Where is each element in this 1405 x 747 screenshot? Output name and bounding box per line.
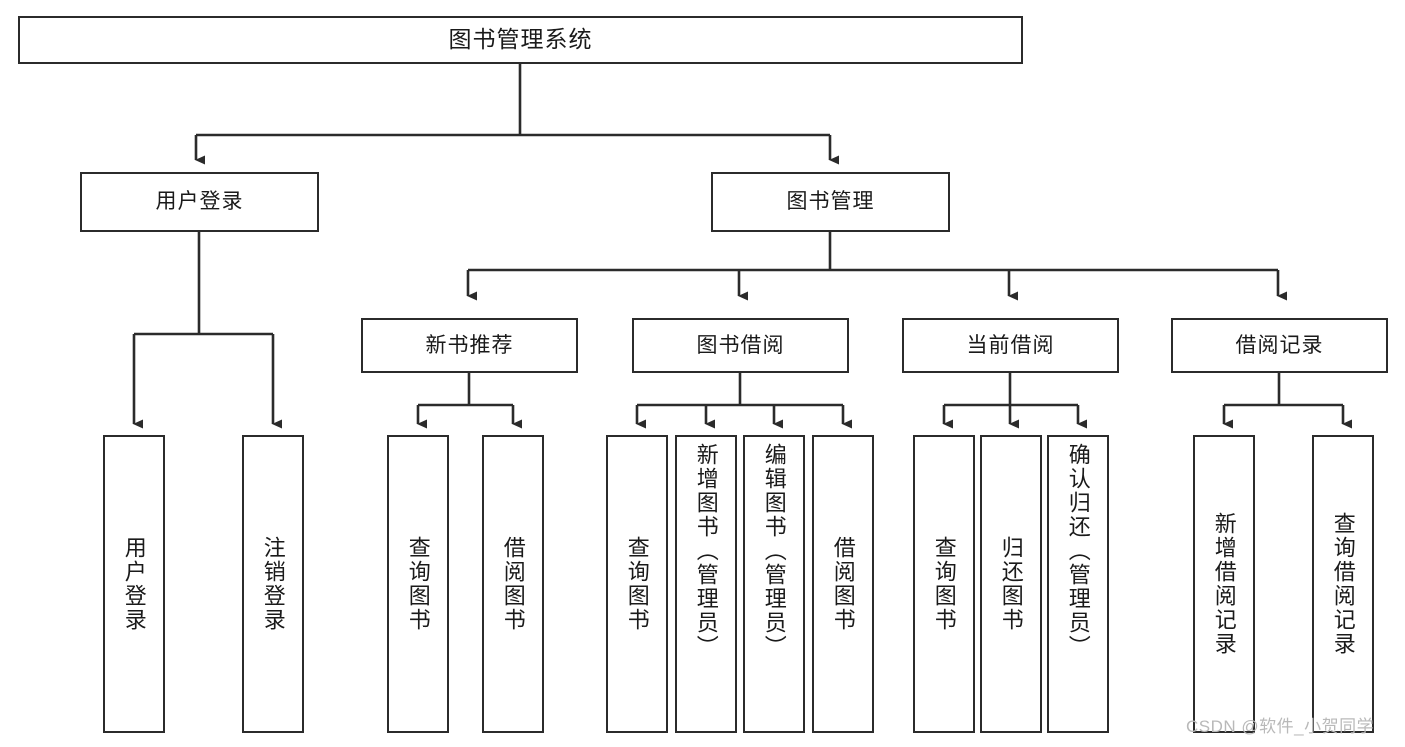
- node-book-management-label: 图书管理: [786, 190, 875, 214]
- node-user-login[interactable]: 用户登录: [80, 172, 319, 232]
- csdn-watermark: CSDN @软件_小贺同学: [1186, 717, 1375, 736]
- node-leaf-borrow-borrow-book-label: 借阅图书: [830, 536, 856, 632]
- node-root-system-label: 图书管理系统: [448, 26, 593, 53]
- node-leaf-recommend-borrow-book-label: 借阅图书: [500, 536, 526, 632]
- node-leaf-borrow-query-book[interactable]: 查询图书: [606, 435, 668, 733]
- node-leaf-borrow-add-book[interactable]: 新增图书（管理员）: [675, 435, 737, 733]
- node-leaf-borrow-edit-book-label: 编辑图书（管理员）: [761, 443, 787, 659]
- node-leaf-user-login[interactable]: 用户登录: [103, 435, 165, 733]
- node-book-borrow[interactable]: 图书借阅: [632, 318, 849, 373]
- node-leaf-record-query-label: 查询借阅记录: [1330, 512, 1356, 656]
- node-leaf-recommend-borrow-book[interactable]: 借阅图书: [482, 435, 544, 733]
- node-leaf-current-return-book-label: 归还图书: [998, 536, 1024, 632]
- node-new-book-recommend[interactable]: 新书推荐: [361, 318, 578, 373]
- node-borrow-record[interactable]: 借阅记录: [1171, 318, 1388, 373]
- node-leaf-borrow-edit-book[interactable]: 编辑图书（管理员）: [743, 435, 805, 733]
- node-leaf-recommend-query-book[interactable]: 查询图书: [387, 435, 449, 733]
- node-leaf-user-logout-label: 注销登录: [260, 536, 286, 632]
- node-leaf-user-logout[interactable]: 注销登录: [242, 435, 304, 733]
- node-leaf-borrow-query-book-label: 查询图书: [624, 536, 650, 632]
- node-leaf-current-confirm-return[interactable]: 确认归还（管理员）: [1047, 435, 1109, 733]
- node-leaf-record-query[interactable]: 查询借阅记录: [1312, 435, 1374, 733]
- node-current-borrow[interactable]: 当前借阅: [902, 318, 1119, 373]
- node-current-borrow-label: 当前借阅: [966, 333, 1055, 357]
- node-root-system[interactable]: 图书管理系统: [18, 16, 1023, 64]
- node-leaf-user-login-label: 用户登录: [121, 536, 147, 632]
- node-leaf-record-add-label: 新增借阅记录: [1211, 512, 1237, 656]
- node-book-management[interactable]: 图书管理: [711, 172, 950, 232]
- node-leaf-current-return-book[interactable]: 归还图书: [980, 435, 1042, 733]
- node-leaf-current-query-book[interactable]: 查询图书: [913, 435, 975, 733]
- node-user-login-label: 用户登录: [155, 190, 244, 214]
- node-leaf-current-query-book-label: 查询图书: [931, 536, 957, 632]
- node-leaf-borrow-add-book-label: 新增图书（管理员）: [693, 443, 719, 659]
- node-book-borrow-label: 图书借阅: [696, 333, 785, 357]
- node-new-book-recommend-label: 新书推荐: [425, 333, 514, 357]
- node-leaf-recommend-query-book-label: 查询图书: [405, 536, 431, 632]
- node-leaf-borrow-borrow-book[interactable]: 借阅图书: [812, 435, 874, 733]
- node-leaf-record-add[interactable]: 新增借阅记录: [1193, 435, 1255, 733]
- node-borrow-record-label: 借阅记录: [1235, 333, 1324, 357]
- node-leaf-current-confirm-return-label: 确认归还（管理员）: [1065, 443, 1091, 659]
